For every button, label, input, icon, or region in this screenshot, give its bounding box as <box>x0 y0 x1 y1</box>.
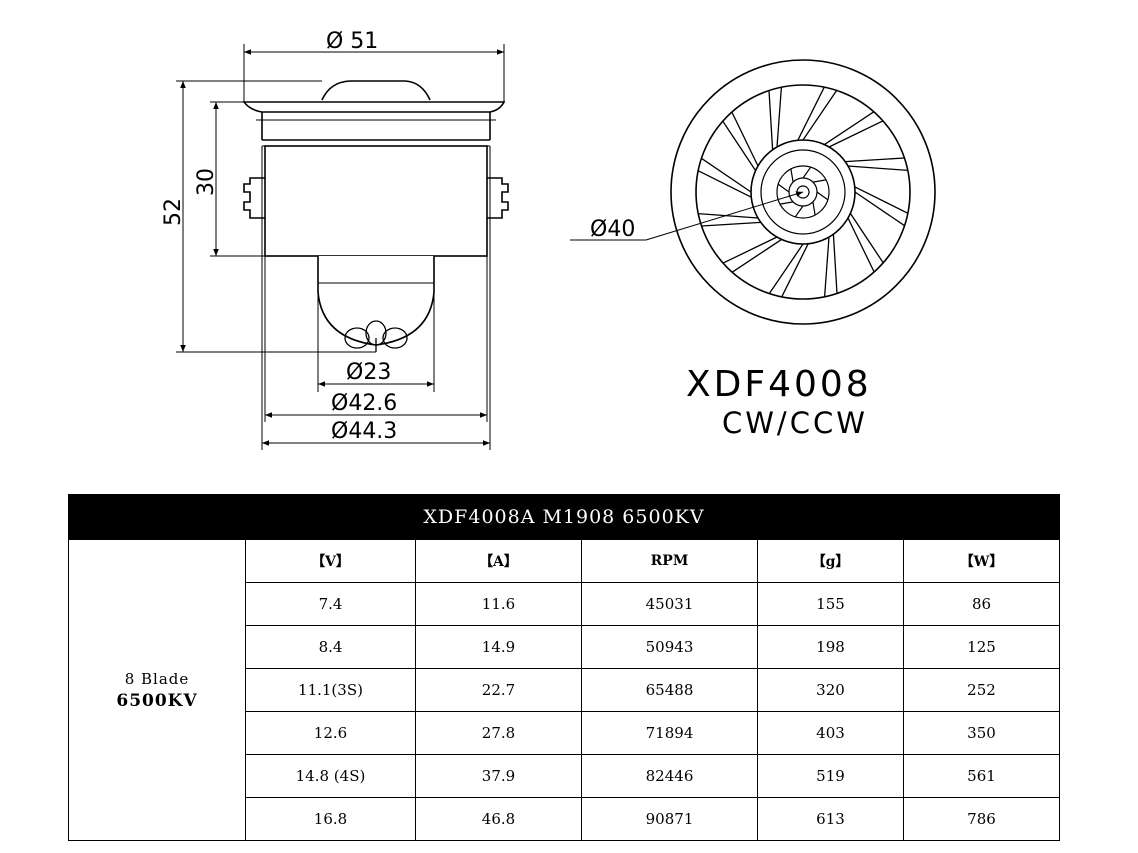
fan-blade <box>824 111 884 148</box>
hub-spoke <box>802 166 812 179</box>
hub-spoke <box>794 205 804 218</box>
fan-housing <box>264 145 488 257</box>
model-name: XDF4008 <box>686 364 872 405</box>
fan-blade <box>768 87 783 150</box>
header-current: 【A】 <box>415 539 582 583</box>
hub-spoke <box>812 201 816 216</box>
cell-power: 86 <box>903 582 1060 626</box>
dim-height-total: 52 <box>161 198 186 226</box>
side-view <box>242 80 509 352</box>
cell-thrust: 519 <box>757 754 904 798</box>
header-rpm: RPM <box>581 539 758 583</box>
dim-height-body: 30 <box>194 168 219 196</box>
rotation-label: CW/CCW <box>722 406 868 440</box>
cell-voltage: 7.4 <box>245 582 416 626</box>
fan-blade <box>768 243 809 298</box>
cell-voltage: 14.8 (4S) <box>245 754 416 798</box>
table-title: XDF4008A M1908 6500KV <box>68 494 1060 540</box>
dim-body-outer-diameter: Ø44.3 <box>331 419 397 444</box>
hub-spoke <box>790 168 794 183</box>
fan-blade <box>847 213 884 273</box>
fan-blades <box>697 86 909 298</box>
dim-cone-diameter: Ø23 <box>346 360 391 385</box>
cell-voltage: 11.1(3S) <box>245 668 416 712</box>
table-row: 11.1(3S) 22.7 65488 320 252 <box>69 668 1060 712</box>
fan-blade <box>697 157 752 198</box>
cell-thrust: 613 <box>757 797 904 841</box>
fan-blade <box>698 212 761 227</box>
cell-current: 22.7 <box>415 668 582 712</box>
cell-power: 786 <box>903 797 1060 841</box>
table-row: 8.4 14.9 50943 198 125 <box>69 625 1060 669</box>
cell-power: 561 <box>903 754 1060 798</box>
fan-blade <box>823 234 838 297</box>
cell-current: 11.6 <box>415 582 582 626</box>
header-power: 【W】 <box>903 539 1060 583</box>
fan-blade <box>722 236 782 273</box>
cell-thrust: 320 <box>757 668 904 712</box>
cell-rpm: 65488 <box>581 668 758 712</box>
outer-ring <box>670 59 936 325</box>
mount-tab-left <box>243 177 265 219</box>
dim-outer-diameter: Ø 51 <box>326 29 378 54</box>
cell-rpm: 50943 <box>581 625 758 669</box>
cell-voltage: 16.8 <box>245 797 416 841</box>
kv-label: 6500KV <box>116 691 198 711</box>
cell-current: 37.9 <box>415 754 582 798</box>
cell-power: 252 <box>903 668 1060 712</box>
spinner-dome <box>321 80 431 101</box>
spec-table: XDF4008A M1908 6500KV 8 Blade 6500KV 【V】… <box>68 494 1060 841</box>
cell-rpm: 90871 <box>581 797 758 841</box>
fan-blade <box>845 157 908 172</box>
fan-blade <box>722 111 759 171</box>
cell-thrust: 198 <box>757 625 904 669</box>
side-dimensions <box>176 44 505 450</box>
dim-body-inner-diameter: Ø42.6 <box>331 391 397 416</box>
dim-fan-diameter: Ø40 <box>590 217 635 242</box>
inlet-flange <box>242 101 506 113</box>
cell-current: 27.8 <box>415 711 582 755</box>
hub-spoke <box>816 191 829 201</box>
cell-thrust: 155 <box>757 582 904 626</box>
blade-count-label: 8 Blade <box>124 670 190 688</box>
header-row: 8 Blade 6500KV 【V】 【A】 RPM 【g】 【W】 <box>68 539 1060 841</box>
cell-voltage: 8.4 <box>245 625 416 669</box>
table-row: 16.8 46.8 90871 613 786 <box>69 797 1060 841</box>
blade-config-cell: 8 Blade 6500KV <box>68 539 246 841</box>
cell-current: 46.8 <box>415 797 582 841</box>
cell-rpm: 82446 <box>581 754 758 798</box>
cell-current: 14.9 <box>415 625 582 669</box>
cell-rpm: 71894 <box>581 711 758 755</box>
cell-voltage: 12.6 <box>245 711 416 755</box>
motor-cone <box>317 256 435 346</box>
fan-blade <box>854 186 909 227</box>
header-voltage: 【V】 <box>245 539 416 583</box>
cell-thrust: 403 <box>757 711 904 755</box>
cell-power: 350 <box>903 711 1060 755</box>
hub-spoke <box>779 201 794 205</box>
header-thrust: 【g】 <box>757 539 904 583</box>
technical-drawing: Ø 51 52 30 Ø23 Ø42.6 Ø44.3 Ø40 XDF4008 C… <box>161 29 936 450</box>
cell-rpm: 45031 <box>581 582 758 626</box>
table-row: 12.6 27.8 71894 403 350 <box>69 711 1060 755</box>
hub-spoke <box>812 179 827 183</box>
mount-tab-right <box>487 177 509 219</box>
hub-spoke <box>777 183 790 193</box>
cell-power: 125 <box>903 625 1060 669</box>
inner-shroud <box>695 84 911 300</box>
fan-blade <box>797 86 838 141</box>
motor-wires <box>344 320 408 352</box>
fan-diameter-leader <box>570 191 804 241</box>
